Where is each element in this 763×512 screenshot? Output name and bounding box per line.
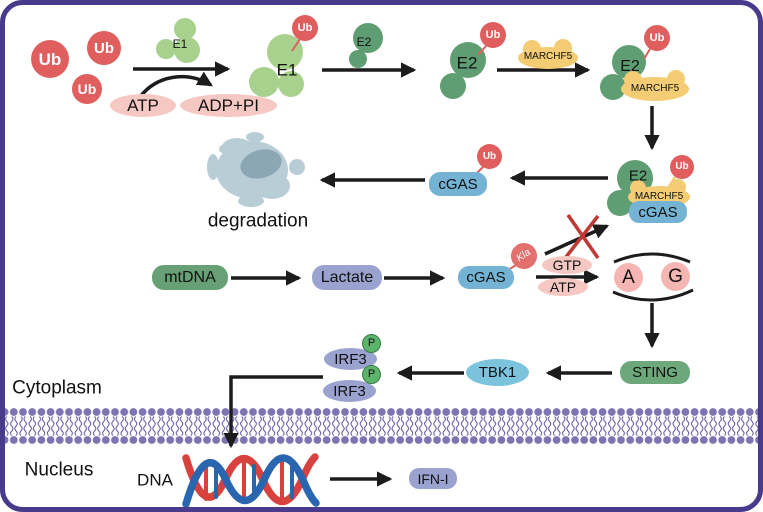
e1-charged-label: E1	[276, 60, 298, 80]
bean-marchf5-free	[518, 39, 578, 69]
nuclear-membrane	[0, 405, 763, 447]
e2-complex-top-label: E2	[620, 58, 640, 75]
degradation-label: degradation	[207, 210, 309, 232]
marchf5-complex-mid-label: MARCHF5	[634, 191, 684, 202]
cgas-in-complex-node: cGAS	[629, 201, 687, 223]
ub-molecule-2: Ub	[87, 31, 121, 65]
atp-node: ATP	[110, 94, 176, 117]
blocked-x-icon	[564, 213, 600, 260]
e2-free-label: E2	[356, 35, 372, 49]
lactate-node: Lactate	[312, 265, 382, 290]
mtdna-node: mtDNA	[152, 265, 228, 290]
arrows	[133, 61, 660, 487]
cgamp-cycle-arcs	[612, 252, 694, 302]
adp-pi-node: ADP+PI	[180, 94, 277, 117]
blob-e2-charged	[440, 42, 486, 99]
cgamp-a-node: A	[614, 263, 643, 292]
blob-e2-free	[349, 23, 383, 68]
ub-on-complex-top: Ub	[644, 25, 670, 51]
irf3-node-2: IRF3	[323, 380, 376, 402]
bean-marchf5-on-e2	[621, 70, 689, 101]
tbk1-node: TBK1	[466, 359, 529, 386]
e1-free-label: E1	[172, 37, 188, 51]
marchf5-on-e2-label: MARCHF5	[630, 83, 680, 94]
phospho-badge-2: P	[362, 365, 381, 384]
dna-label: DNA	[137, 470, 173, 490]
ub-connector-yellow	[666, 176, 677, 189]
ub-on-cgas: Ub	[477, 144, 502, 169]
marchf5-free-label: MARCHF5	[523, 51, 573, 62]
ub-on-e1: Ub	[292, 15, 318, 41]
dna-helix	[182, 453, 320, 508]
arrow-irf3-to-nucleus	[223, 375, 323, 449]
blob-e1-charged	[249, 34, 304, 97]
degradation-blob	[207, 132, 305, 207]
arrow-atp-to-adp	[138, 71, 213, 99]
nucleus-label: Nucleus	[24, 459, 94, 481]
ub-molecule-1: Ub	[31, 40, 69, 78]
e2-charged-label: E2	[456, 53, 478, 73]
ub-molecule-3: Ub	[72, 74, 102, 104]
irf3-node-1: IRF3	[324, 348, 377, 370]
ub-on-complex-mid: Ub	[670, 155, 694, 179]
e2-complex-mid-label: E2	[628, 167, 648, 185]
blob-e1-free	[156, 18, 200, 63]
cgas-lactylated-node: cGAS	[458, 266, 514, 289]
ub-on-e2: Ub	[480, 22, 506, 48]
arrow-blocked-ubiquitination	[544, 224, 610, 256]
phospho-badge-1: P	[362, 334, 381, 353]
gtp-node: GTP	[542, 256, 592, 274]
blob-e2-complex-top	[600, 45, 646, 100]
ifn-i-node: IFN-I	[409, 468, 457, 489]
cytoplasm-label: Cytoplasm	[12, 377, 102, 399]
cgas-ubiquitinated-node: cGAS	[429, 172, 487, 196]
cgamp-g-node: G	[661, 262, 690, 291]
atp-small-node: ATP	[538, 278, 588, 296]
sting-node: STING	[620, 361, 690, 384]
